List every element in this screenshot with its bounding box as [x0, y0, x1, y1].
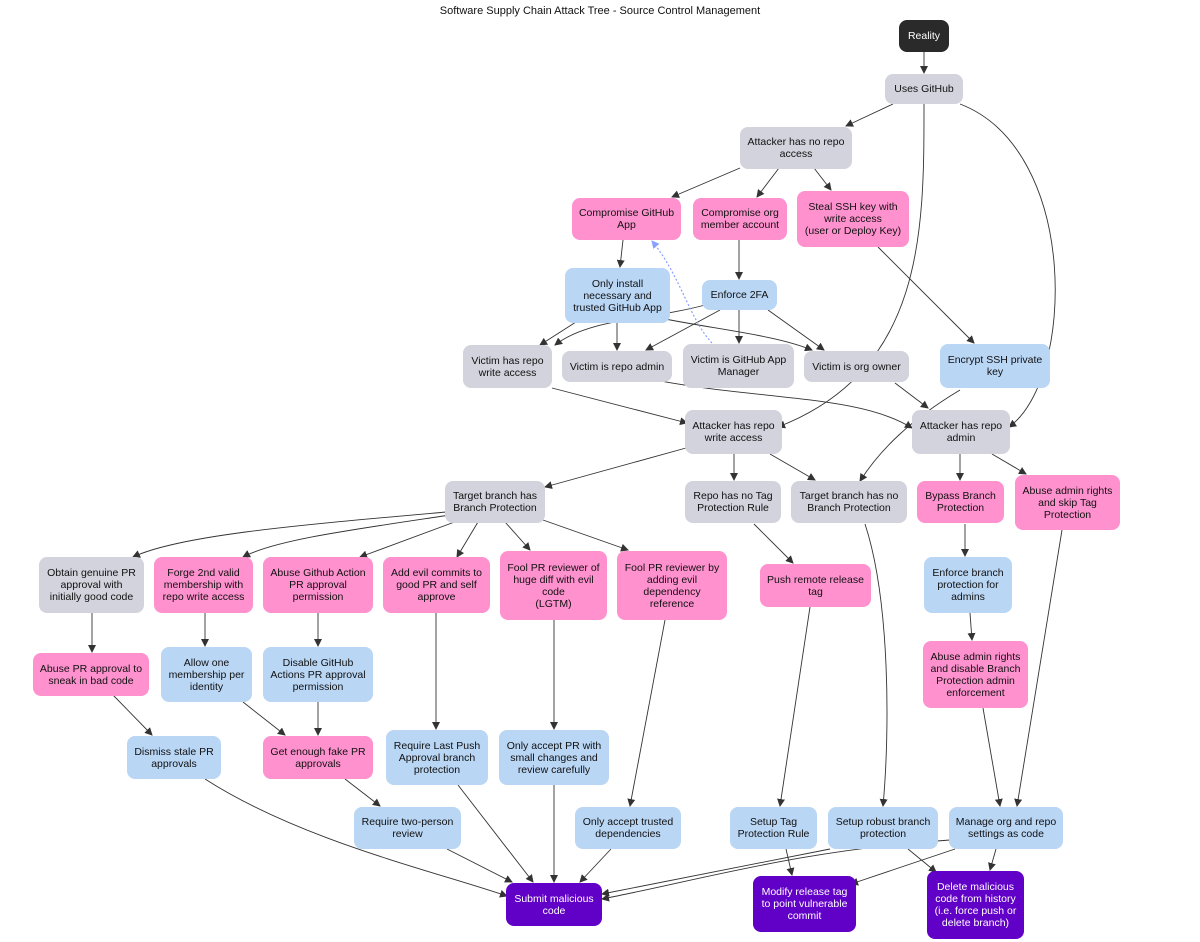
- node-fake-pr-approvals: Get enough fake PR approvals: [263, 736, 373, 779]
- node-abuse-disable-bp-enforcement: Abuse admin rights and disable Branch Pr…: [923, 641, 1028, 708]
- node-reality: Reality: [899, 20, 949, 52]
- edge-tbp-foolhuge: [504, 521, 531, 551]
- edge-github-hasadmin: [959, 103, 1056, 428]
- node-target-no-branch-protection: Target branch has no Branch Protection: [791, 481, 907, 523]
- edge-app-onlyinstall: [616, 239, 625, 268]
- node-abuse-pr-approval-sneak: Abuse PR approval to sneak in bad code: [33, 653, 149, 696]
- edge-vwrite-haswrite: [551, 387, 688, 426]
- node-dismiss-stale-approvals: Dismiss stale PR approvals: [127, 736, 221, 779]
- node-obtain-genuine-approval: Obtain genuine PR approval with initiall…: [39, 557, 144, 613]
- edge-setuptag-modify: [785, 848, 795, 876]
- edge-tbp-fooldep: [542, 519, 629, 552]
- edge-trusted-submit: [579, 848, 612, 883]
- node-bypass-branch-protection: Bypass Branch Protection: [917, 481, 1004, 523]
- edge-tbp-obtain: [132, 511, 447, 558]
- edge-noaccess-ssh: [813, 167, 832, 191]
- node-compromise-org-member: Compromise org member account: [693, 198, 787, 240]
- node-victim-write-access: Victim has repo write access: [463, 345, 552, 388]
- edge-lastpush-submit: [457, 784, 534, 883]
- node-setup-robust-bp: Setup robust branch protection: [828, 807, 938, 849]
- edge-fooldep-trusted: [627, 619, 666, 807]
- node-enforce-2fa: Enforce 2FA: [702, 280, 777, 310]
- node-victim-repo-admin: Victim is repo admin: [562, 351, 672, 382]
- edge-vowner-hasadmin: [894, 382, 929, 409]
- edge-dismiss-submit: [204, 778, 508, 898]
- edge-robust-submit: [601, 848, 831, 897]
- node-require-two-person-review: Require two-person review: [354, 807, 461, 849]
- node-victim-org-owner: Victim is org owner: [804, 351, 909, 382]
- edge-oi-vowner: [659, 317, 813, 352]
- edge-encrypt-notbp: [859, 389, 961, 482]
- edge-2fa-vadmin: [645, 309, 721, 351]
- edge-manage-modify: [850, 848, 956, 886]
- edge-oi-vwrite: [539, 321, 577, 346]
- node-manage-settings-as-code: Manage org and repo settings as code: [949, 807, 1063, 849]
- node-only-trusted-deps: Only accept trusted dependencies: [575, 807, 681, 849]
- node-attacker-repo-admin: Attacker has repo admin: [912, 410, 1010, 454]
- edge-notag-push: [753, 523, 794, 564]
- node-require-last-push: Require Last Push Approval branch protec…: [386, 730, 488, 785]
- edge-appmgr-app-dotted: [651, 240, 713, 344]
- node-only-install-trusted-app: Only install necessary and trusted GitHu…: [565, 268, 670, 323]
- edge-haswrite-tbp: [544, 447, 687, 489]
- node-no-tag-protection: Repo has no Tag Protection Rule: [685, 481, 781, 523]
- node-forge-2nd-membership: Forge 2nd valid membership with repo wri…: [154, 557, 253, 613]
- node-steal-ssh-key: Steal SSH key with write access (user or…: [797, 191, 909, 247]
- node-attacker-write-access: Attacker has repo write access: [685, 410, 782, 454]
- node-disable-actions-approval: Disable GitHub Actions PR approval permi…: [263, 647, 373, 702]
- edge-skiptag-manage: [1014, 529, 1063, 807]
- edge-allow-fake: [242, 701, 286, 736]
- edge-hasadmin-skiptag: [991, 453, 1027, 475]
- edge-github-noaccess: [845, 103, 894, 127]
- edge-sneak-dismiss: [112, 694, 153, 736]
- edge-manage-delete: [988, 848, 997, 871]
- node-setup-tag-protection: Setup Tag Protection Rule: [730, 807, 817, 849]
- node-abuse-skip-tag: Abuse admin rights and skip Tag Protecti…: [1015, 475, 1120, 530]
- node-abuse-github-action: Abuse Github Action PR approval permissi…: [263, 557, 373, 613]
- edge-haswrite-notbp: [769, 453, 816, 481]
- edge-tworev-submit: [446, 848, 513, 883]
- node-add-evil-commits: Add evil commits to good PR and self app…: [383, 557, 490, 613]
- edge-ssh-encrypt: [877, 246, 975, 344]
- node-allow-one-membership: Allow one membership per identity: [161, 647, 252, 702]
- node-uses-github: Uses GitHub: [885, 74, 963, 104]
- edge-tbp-action: [359, 519, 461, 559]
- node-submit-malicious-code: Submit malicious code: [506, 883, 602, 926]
- edge-noaccess-app: [671, 167, 741, 198]
- node-victim-app-manager: Victim is GitHub App Manager: [683, 344, 794, 388]
- edge-push-setuptag: [777, 606, 811, 807]
- node-delete-malicious-code: Delete malicious code from history (i.e.…: [927, 871, 1024, 939]
- edge-notbp-robust: [864, 523, 888, 807]
- edge-tbp-addevil: [456, 521, 479, 558]
- node-attacker-no-repo-access: Attacker has no repo access: [740, 127, 852, 169]
- node-small-changes-review: Only accept PR with small changes and re…: [499, 730, 609, 785]
- node-fool-evil-dependency: Fool PR reviewer by adding evil dependen…: [617, 551, 727, 620]
- edge-fake-tworev: [344, 778, 381, 807]
- edge-enforce-abuse: [967, 612, 976, 641]
- edge-noaccess-member: [756, 167, 780, 198]
- edge-github-haswrite: [777, 103, 925, 429]
- node-modify-release-tag: Modify release tag to point vulnerable c…: [753, 876, 856, 932]
- node-encrypt-ssh-key: Encrypt SSH private key: [940, 344, 1050, 388]
- edge-abuse-manage: [982, 707, 1003, 807]
- diagram-title: Software Supply Chain Attack Tree - Sour…: [439, 5, 761, 17]
- node-target-branch-protection: Target branch has Branch Protection: [445, 481, 545, 523]
- edge-robust-delete: [907, 848, 937, 873]
- node-fool-huge-diff: Fool PR reviewer of huge diff with evil …: [500, 551, 607, 620]
- node-push-remote-tag: Push remote release tag: [760, 564, 871, 607]
- node-compromise-github-app: Compromise GitHub App: [572, 198, 681, 240]
- node-enforce-bp-admins: Enforce branch protection for admins: [924, 557, 1012, 613]
- edge-2fa-vowner: [767, 309, 825, 351]
- edge-tbp-forge: [242, 514, 451, 558]
